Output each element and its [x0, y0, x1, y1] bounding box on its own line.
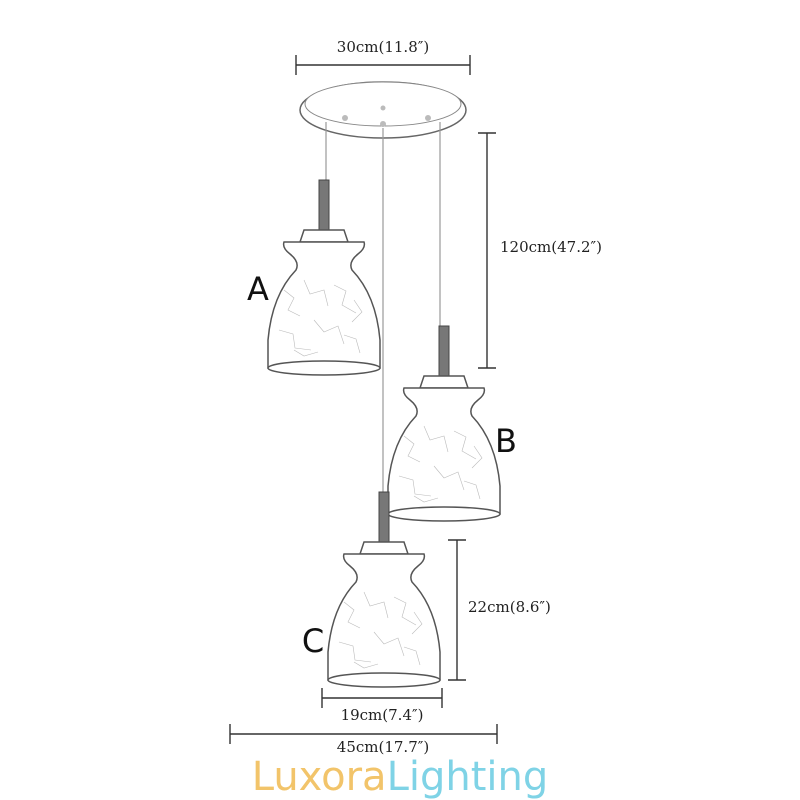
canopy-width-label: 30cm(11.8″) [337, 38, 429, 56]
pendant-label-c: C [302, 622, 324, 660]
brand-part1: Luxora [252, 754, 387, 800]
pendant-shade-a [267, 179, 381, 376]
shade-height-label: 22cm(8.6″) [468, 598, 551, 616]
total-width-label: 45cm(17.7″) [337, 738, 429, 756]
drop-length-label: 120cm(47.2″) [500, 238, 602, 256]
ceiling-canopy [299, 81, 467, 139]
pendant-label-b: B [495, 422, 517, 460]
pendant-label-a: A [247, 270, 269, 308]
brand-watermark: LuxoraLighting [252, 754, 549, 800]
shade-width-label: 19cm(7.4″) [341, 706, 424, 724]
brand-part2: Lighting [387, 754, 549, 800]
pendant-shade-b [387, 325, 501, 522]
